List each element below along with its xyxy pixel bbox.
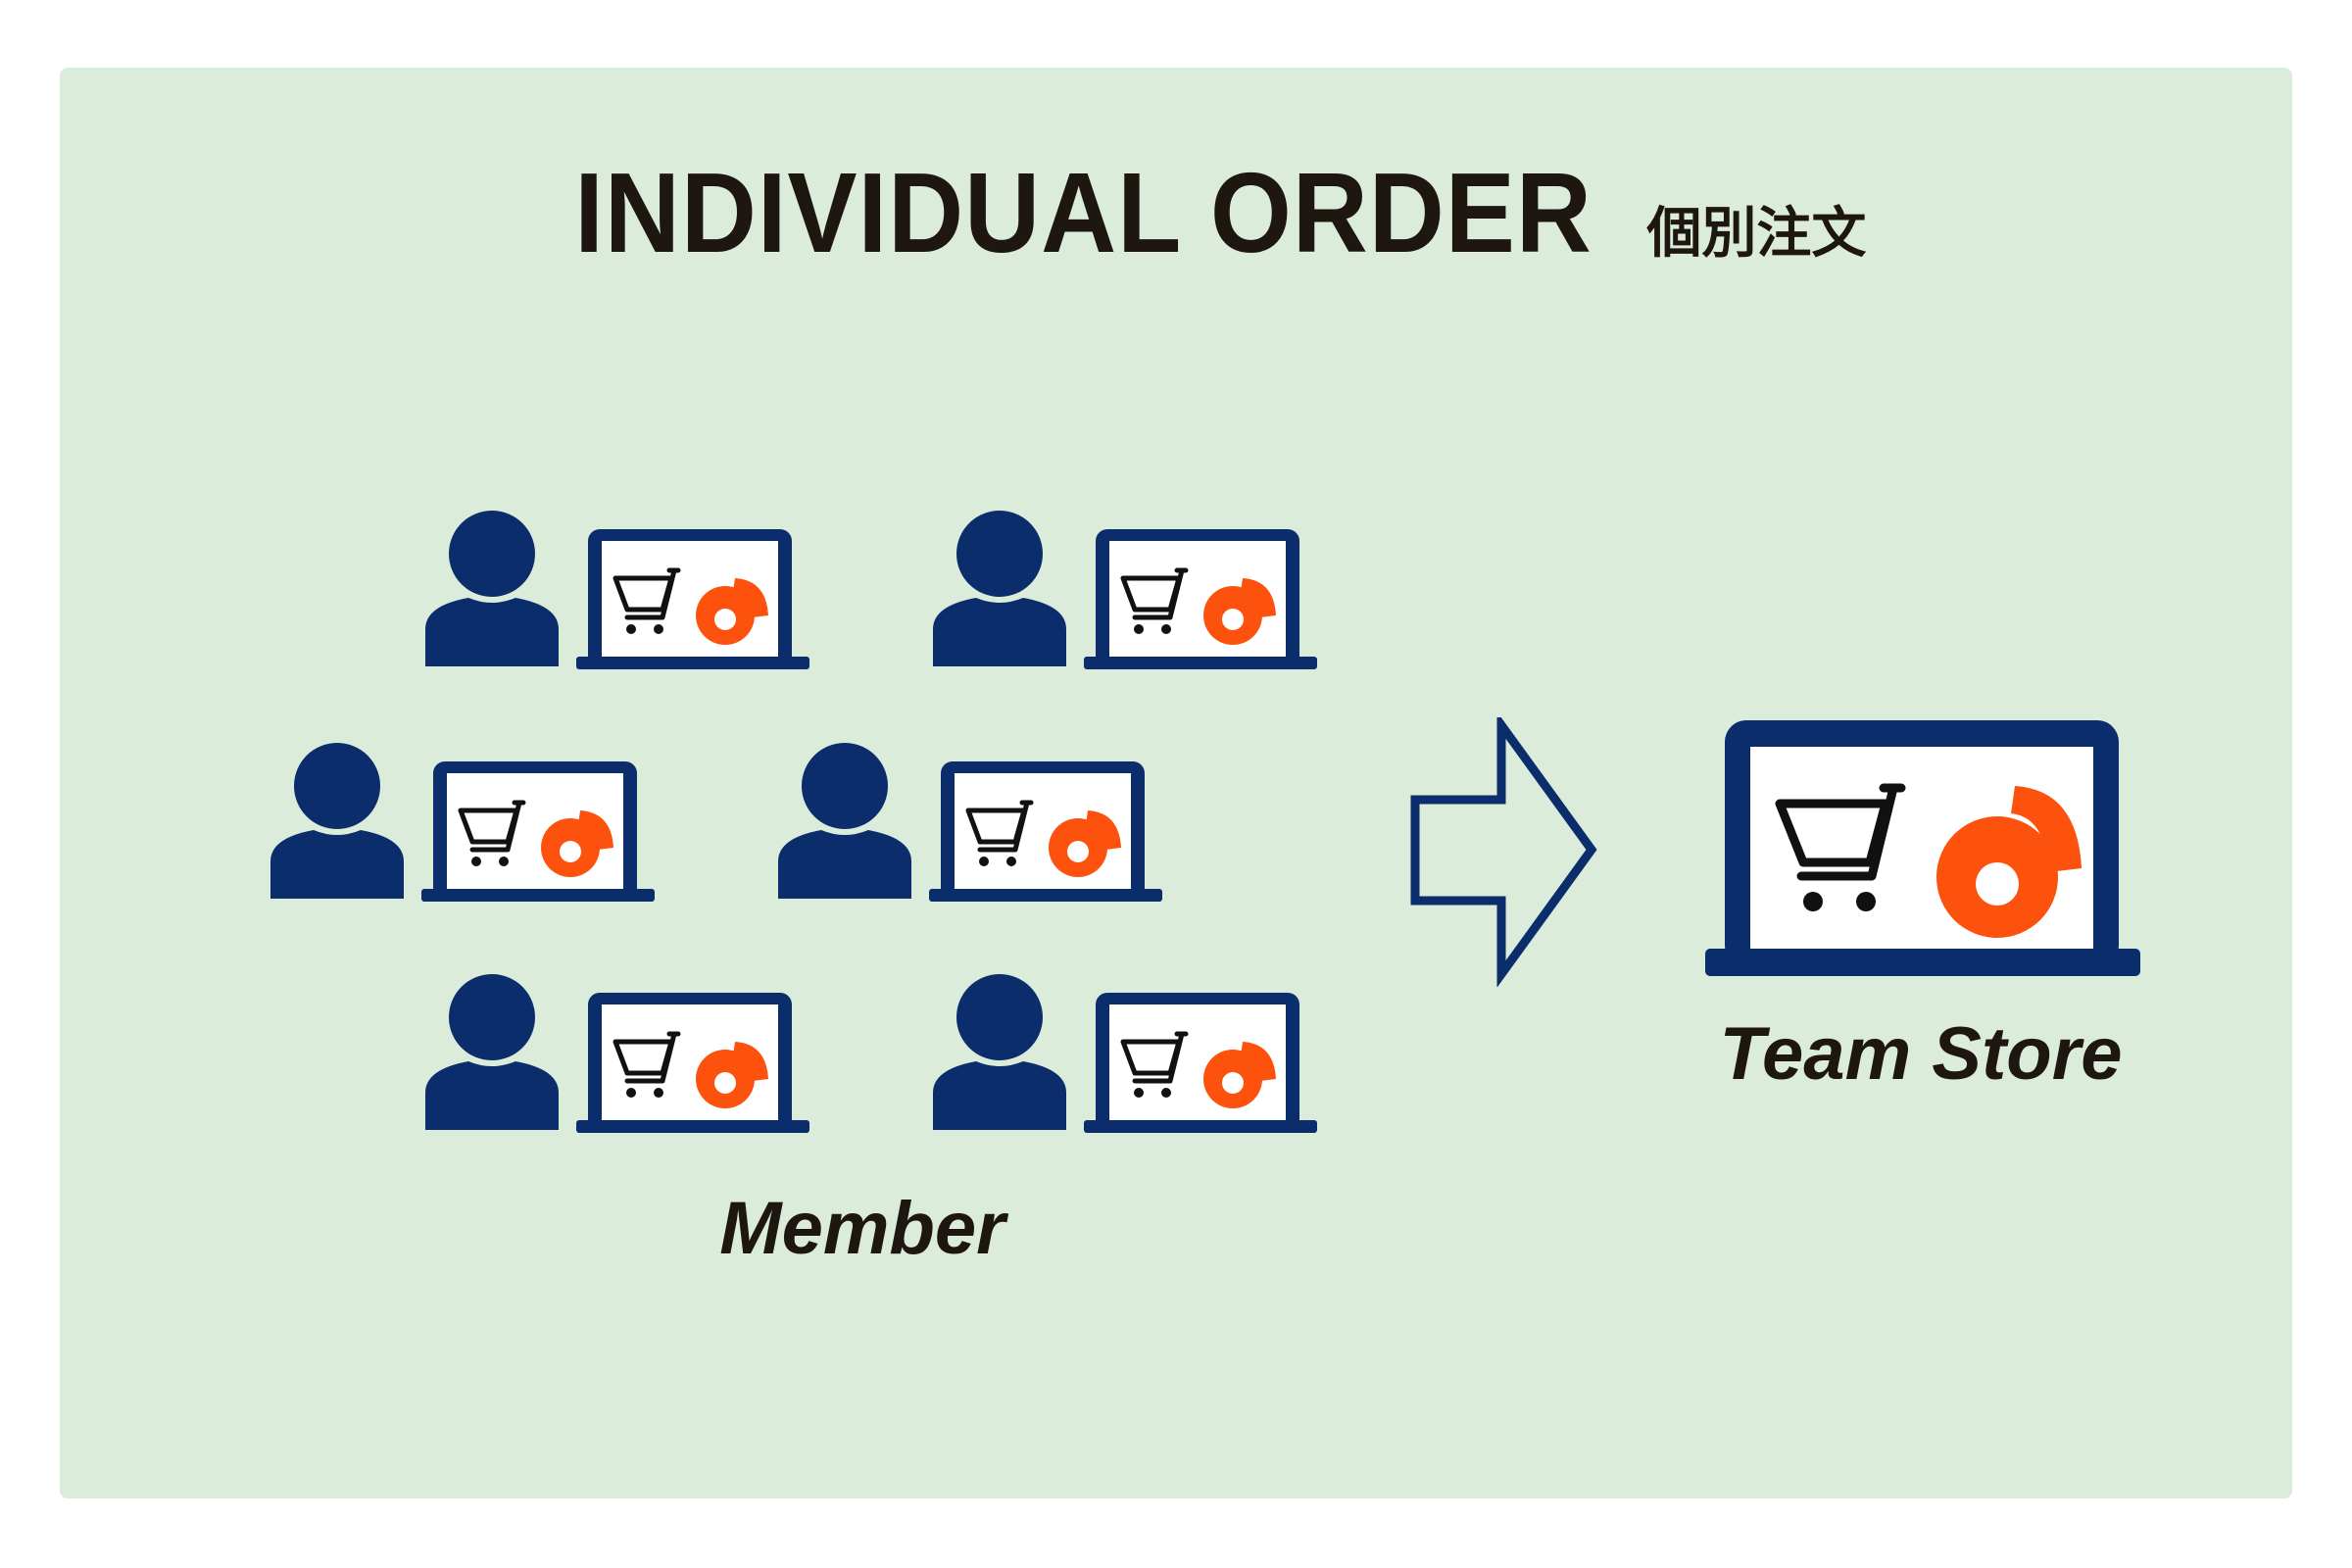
shopping-cart-icon	[612, 1031, 681, 1084]
shopping-cart-icon	[965, 800, 1034, 853]
person-icon	[270, 743, 404, 899]
page-title-japanese: 個別注文	[1646, 202, 1867, 266]
person-icon	[933, 974, 1066, 1130]
team-store-label: Team Store	[1719, 1012, 2123, 1096]
store-logo-icon	[1203, 578, 1276, 645]
shopping-cart-icon	[1120, 1031, 1189, 1084]
store-logo-icon	[541, 810, 613, 877]
cart-wheel	[979, 857, 1016, 866]
shopping-cart-icon	[1775, 783, 1906, 881]
shopping-cart-icon	[1120, 567, 1189, 620]
store-logo-icon	[696, 1042, 768, 1108]
laptop-icon	[421, 761, 655, 902]
member-unit	[774, 742, 1186, 908]
store-logo-icon	[1203, 1042, 1276, 1108]
laptop-icon	[1084, 993, 1317, 1133]
team-store	[1703, 715, 2144, 985]
person-icon	[933, 511, 1066, 666]
member-unit	[929, 973, 1341, 1140]
member-unit	[421, 973, 833, 1140]
store-logo-icon	[1936, 786, 2082, 938]
cart-wheel	[471, 857, 509, 866]
cart-wheel	[1134, 1088, 1171, 1098]
shopping-cart-icon	[458, 800, 526, 853]
cart-wheel	[626, 624, 663, 634]
page-title: INDIVIDUAL ORDER	[573, 149, 1592, 276]
person-icon	[425, 974, 559, 1130]
cart-wheel	[1134, 624, 1171, 634]
cart-wheel	[1803, 892, 1876, 911]
store-logo-icon	[696, 578, 768, 645]
person-icon	[778, 743, 911, 899]
cart-wheel	[626, 1088, 663, 1098]
member-label: Member	[719, 1187, 1005, 1270]
right-arrow-icon	[1410, 717, 1597, 987]
member-unit	[421, 510, 833, 676]
store-logo-icon	[1049, 810, 1121, 877]
shopping-cart-icon	[612, 567, 681, 620]
laptop-icon	[576, 529, 809, 669]
title-row: INDIVIDUAL ORDER 個別注文	[0, 147, 2352, 294]
flow-arrow	[1409, 717, 1605, 987]
laptop-icon	[1084, 529, 1317, 669]
laptop-icon	[929, 761, 1162, 902]
person-icon	[425, 511, 559, 666]
laptop-icon	[576, 993, 809, 1133]
member-unit	[929, 510, 1341, 676]
member-unit	[267, 742, 678, 908]
